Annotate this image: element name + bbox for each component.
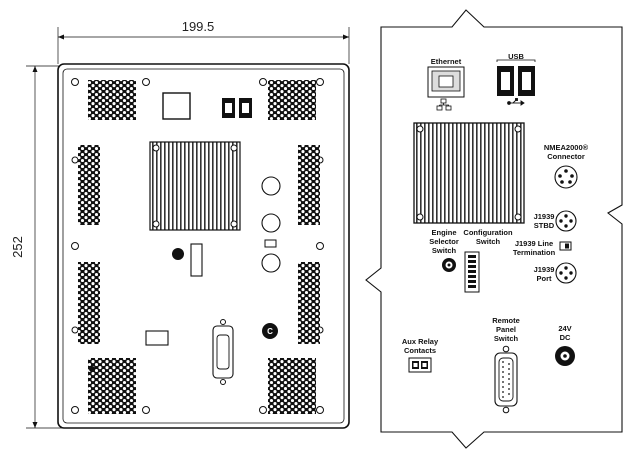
termination-switch bbox=[264, 239, 277, 248]
outline-view: 199.5 252 bbox=[10, 19, 350, 429]
nmea-label-2: Connector bbox=[547, 152, 585, 161]
dsub-connector bbox=[212, 319, 234, 385]
j1939-stbd-label-2: STBD bbox=[534, 221, 555, 230]
dc-jack-label: C bbox=[267, 327, 273, 336]
network-icon bbox=[436, 98, 452, 111]
engine-label-1: Engine bbox=[431, 228, 456, 237]
engine-label-3: Switch bbox=[432, 246, 457, 255]
term-label-2: Termination bbox=[513, 248, 556, 257]
usb-label: USB bbox=[508, 52, 524, 61]
dc-jack bbox=[262, 323, 278, 339]
j1939-port-label-1: J1939 bbox=[534, 265, 555, 274]
ethernet-port bbox=[162, 92, 191, 120]
power-label-2: DC bbox=[560, 333, 571, 342]
j1939-stbd-connector bbox=[555, 210, 577, 232]
round-connectors bbox=[261, 176, 281, 273]
dip-switch bbox=[464, 251, 480, 293]
j1939-stbd-label-1: J1939 bbox=[534, 212, 555, 221]
aux-relay-terminal bbox=[408, 357, 432, 373]
j1939-port-connector bbox=[555, 262, 577, 284]
aux-label-2: Contacts bbox=[404, 346, 436, 355]
config-label-2: Switch bbox=[476, 237, 501, 246]
vent-grilles bbox=[78, 80, 320, 414]
termination-toggle bbox=[559, 241, 572, 251]
engine-selector bbox=[172, 248, 184, 260]
remote-label-3: Switch bbox=[494, 334, 519, 343]
engine-selector-knob bbox=[442, 258, 456, 272]
config-switch bbox=[190, 243, 203, 277]
dc-power-jack bbox=[555, 346, 575, 366]
config-label-1: Configuration bbox=[463, 228, 513, 237]
usb-ports bbox=[222, 98, 252, 118]
aux-relay-block bbox=[145, 330, 169, 346]
remote-label-2: Panel bbox=[496, 325, 516, 334]
aux-label-1: Aux Relay bbox=[402, 337, 439, 346]
remote-dsub-connector bbox=[494, 345, 518, 414]
usb-icon bbox=[507, 98, 525, 106]
heatsink-right bbox=[413, 122, 525, 224]
remote-label-1: Remote bbox=[492, 316, 520, 325]
width-dimension: 199.5 bbox=[182, 19, 215, 34]
term-label-1: J1939 Line bbox=[515, 239, 553, 248]
mounting-screws bbox=[71, 78, 324, 414]
nmea2000-connector bbox=[554, 165, 578, 189]
power-label-1: 24V bbox=[558, 324, 571, 333]
nmea-label-1: NMEA2000® bbox=[544, 143, 589, 152]
height-dimension: 252 bbox=[10, 236, 25, 258]
engine-label-2: Selector bbox=[429, 237, 459, 246]
ethernet-label: Ethernet bbox=[431, 57, 462, 66]
heatsink bbox=[149, 141, 241, 231]
panel-outline bbox=[57, 63, 350, 429]
connector-view: Ethernet USB bbox=[365, 9, 623, 449]
j1939-port-label-2: Port bbox=[537, 274, 553, 283]
